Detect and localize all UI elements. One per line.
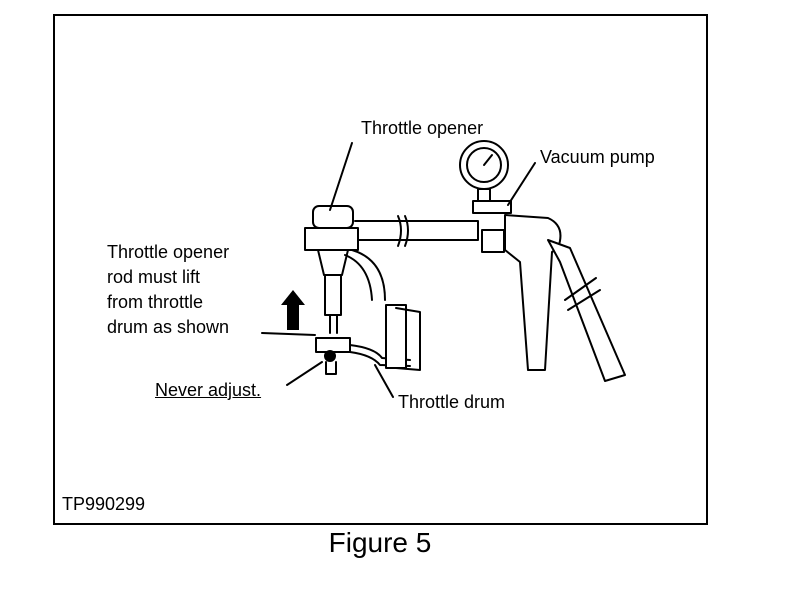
vacuum-pump-label: Vacuum pump	[540, 147, 655, 167]
throttle-drum-label: Throttle drum	[398, 392, 506, 412]
lift-note: Throttle opener rod must lift from throt…	[107, 240, 229, 340]
vacuum-hose	[354, 215, 479, 247]
lift-note-line: drum as shown	[107, 317, 230, 337]
throttle-opener-icon	[304, 205, 386, 334]
vacuum-gauge-icon	[459, 140, 509, 202]
lift-arrow-icon	[281, 290, 305, 330]
lift-note-line: from throttle	[107, 292, 204, 312]
throttle-drum-icon	[315, 304, 421, 375]
lift-note-line: Throttle opener	[107, 242, 230, 262]
figure-code: TP990299	[62, 494, 146, 514]
throttle-opener-label: Throttle opener	[361, 118, 484, 138]
never-adjust-label: Never adjust.	[155, 380, 262, 400]
figure-caption: Figure 5	[328, 527, 432, 558]
figure-frame	[53, 14, 708, 525]
lift-note-line: rod must lift	[107, 267, 201, 287]
vacuum-pump-icon	[472, 200, 626, 382]
